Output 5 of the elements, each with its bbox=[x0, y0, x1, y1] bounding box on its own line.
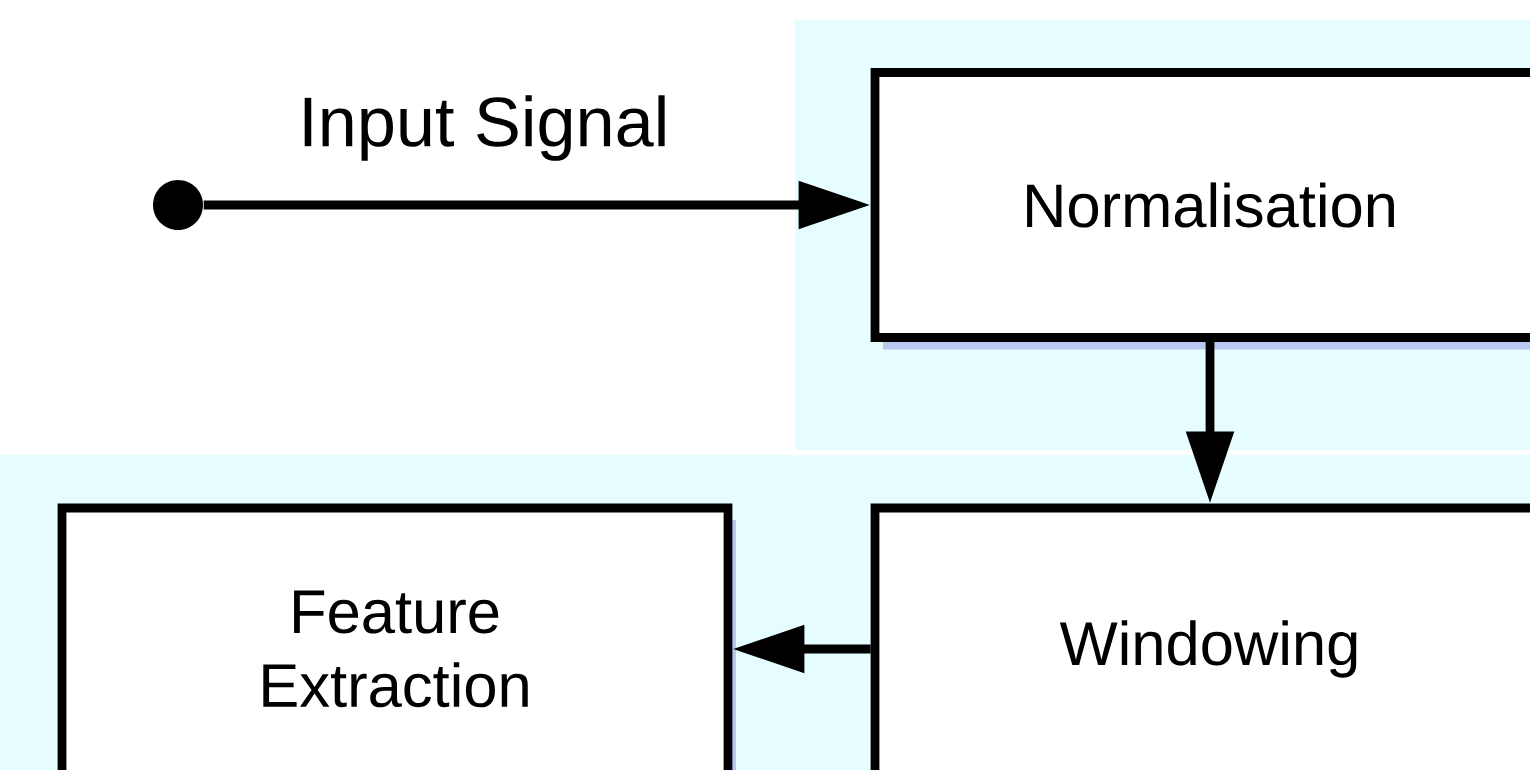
edge-label: Input Signal bbox=[304, 95, 665, 161]
process-box: Normalisation bbox=[870, 68, 1530, 342]
terminal-dot bbox=[153, 180, 203, 230]
process-box: Windowing bbox=[870, 503, 1530, 770]
process-box: Feature Extraction bbox=[57, 503, 733, 770]
